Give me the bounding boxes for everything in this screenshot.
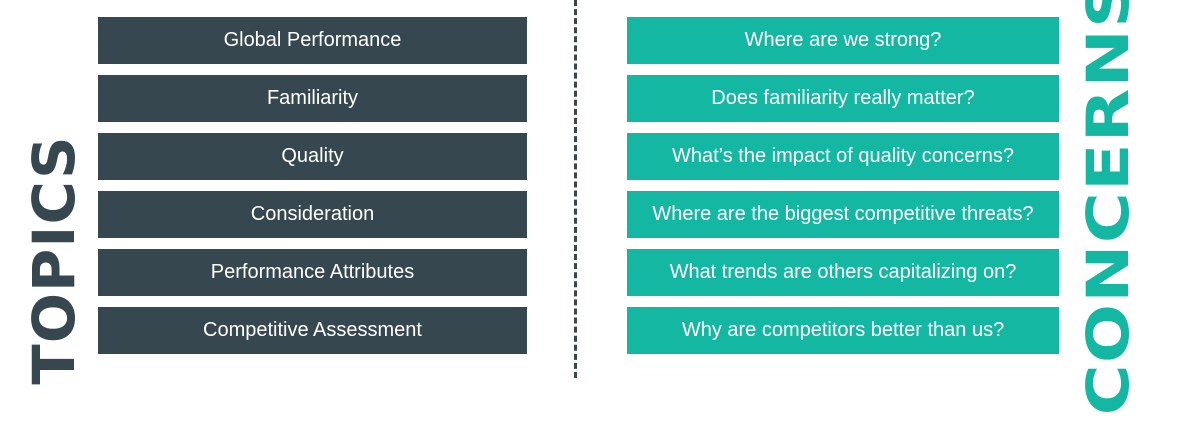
- topics-column: Global Performance Familiarity Quality C…: [98, 17, 527, 354]
- topics-heading: TOPICS: [20, 135, 88, 385]
- dashed-divider: [574, 0, 577, 378]
- topic-box-familiarity: Familiarity: [98, 75, 527, 122]
- topic-box-competitive-assessment: Competitive Assessment: [98, 307, 527, 354]
- concern-box-competitors: Why are competitors better than us?: [627, 307, 1059, 354]
- concerns-heading: CONCERNS: [1074, 0, 1142, 416]
- topic-box-quality: Quality: [98, 133, 527, 180]
- concern-box-threats: Where are the biggest competitive threat…: [627, 191, 1059, 238]
- concern-box-familiarity: Does familiarity really matter?: [627, 75, 1059, 122]
- topic-box-consideration: Consideration: [98, 191, 527, 238]
- topic-box-global-performance: Global Performance: [98, 17, 527, 64]
- concern-box-trends: What trends are others capitalizing on?: [627, 249, 1059, 296]
- concern-box-strong: Where are we strong?: [627, 17, 1059, 64]
- topic-box-performance-attributes: Performance Attributes: [98, 249, 527, 296]
- concerns-column: Where are we strong? Does familiarity re…: [627, 17, 1059, 354]
- concern-box-quality: What’s the impact of quality concerns?: [627, 133, 1059, 180]
